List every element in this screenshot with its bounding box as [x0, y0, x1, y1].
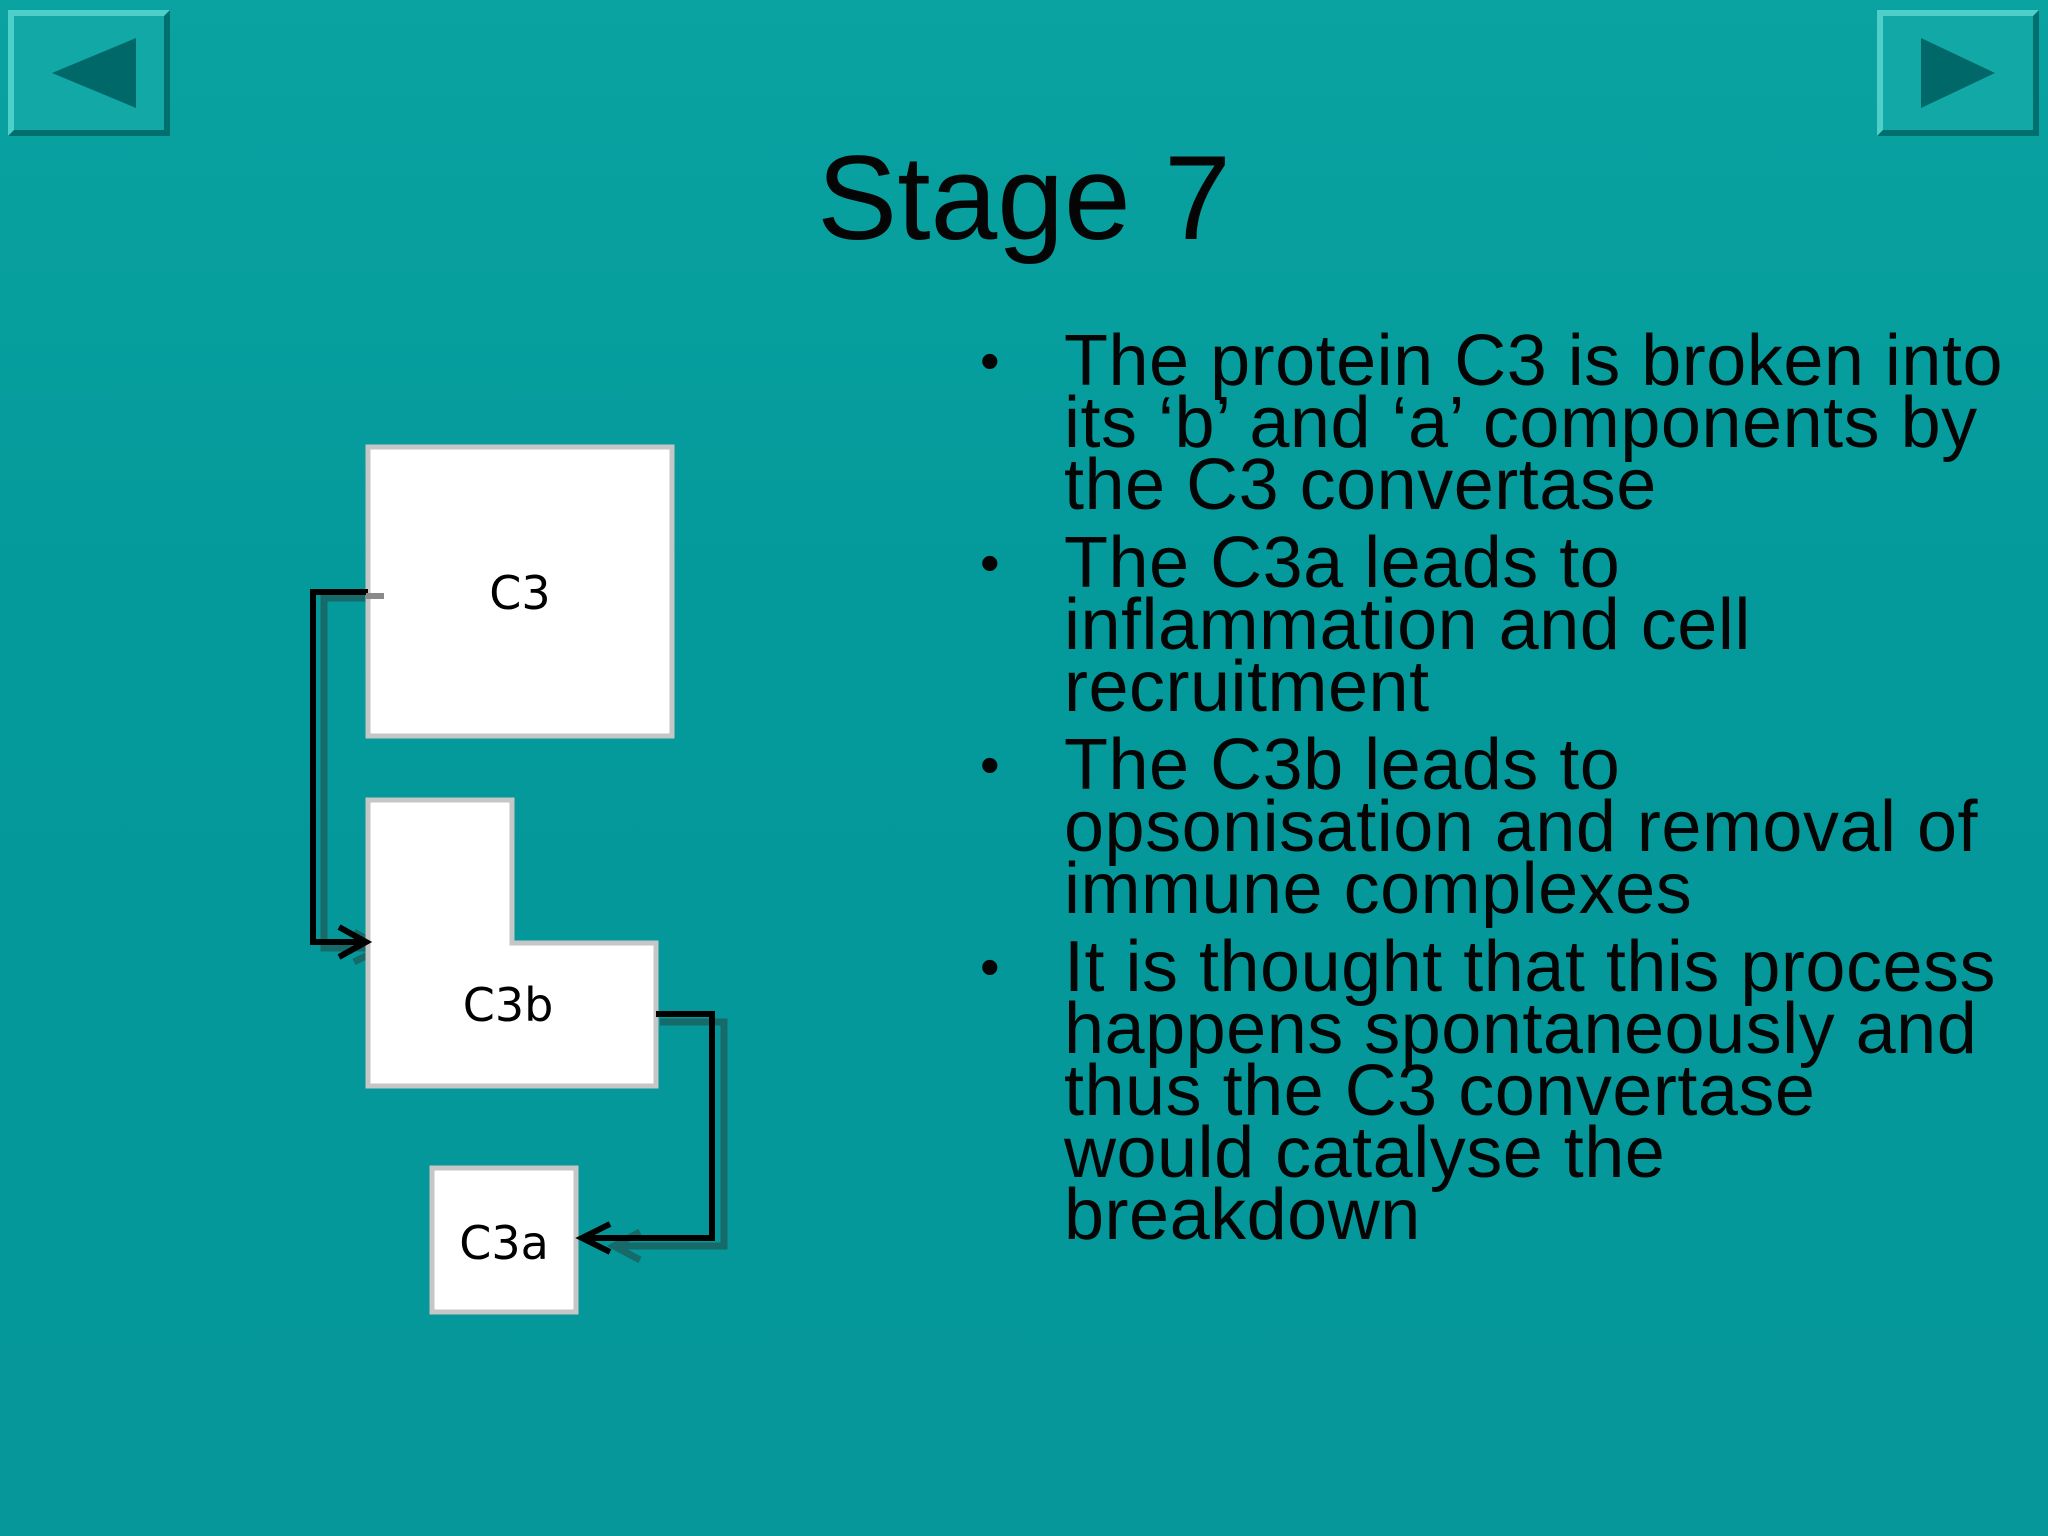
bullet-dot: • [980, 733, 1001, 796]
c3-label: C3 [489, 566, 551, 620]
connectors [310, 589, 715, 1255]
bullet-item: • The C3a leads to inflammation and cell… [980, 527, 2020, 723]
c3a-arrowhead [575, 1221, 612, 1255]
bullet-text: The protein C3 is broken into its ‘b’ an… [1064, 321, 2004, 525]
c3-box [365, 444, 675, 739]
next-slide-button[interactable] [1877, 10, 2039, 136]
c3a-box [429, 1165, 579, 1315]
bullet-dot: • [980, 329, 1001, 392]
bullet-text: The C3a leads to inflammation and cell r… [1064, 523, 1751, 727]
c3-to-c3b-connector [310, 589, 368, 945]
c3b-box [365, 797, 659, 1089]
c3b-to-c3a-connector [584, 1011, 715, 1241]
bullet-dot: • [980, 935, 1001, 998]
bullet-item: • The protein C3 is broken into its ‘b’ … [980, 325, 2020, 521]
c3a-label: C3a [459, 1216, 549, 1270]
bullet-dot: • [980, 531, 1001, 594]
triangle-left-icon [52, 38, 136, 108]
c3b-label: C3b [462, 978, 554, 1032]
triangle-right-icon [1921, 38, 1995, 108]
bullet-text: The C3b leads to opsonisation and remova… [1064, 725, 1979, 929]
bullet-item: • It is thought that this process happen… [980, 931, 2020, 1251]
c3b-arrowhead [337, 924, 373, 960]
bullet-list: • The protein C3 is broken into its ‘b’ … [980, 325, 2020, 1262]
bullet-text: It is thought that this process happens … [1064, 927, 1996, 1255]
slide-title: Stage 7 [817, 131, 1231, 265]
previous-slide-button[interactable] [8, 10, 170, 136]
bullet-item: • The C3b leads to opsonisation and remo… [980, 729, 2020, 925]
